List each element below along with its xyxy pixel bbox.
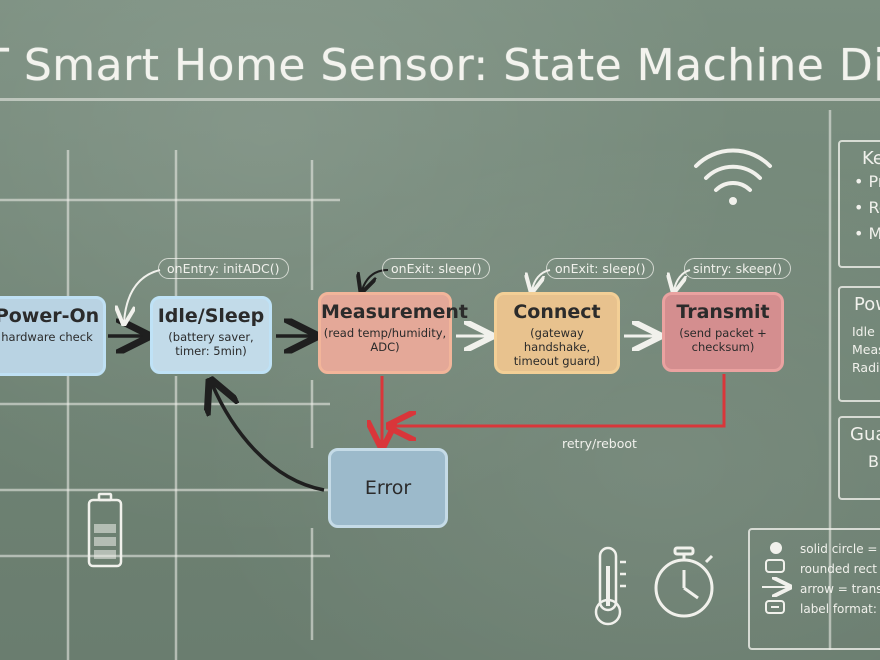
state-connect-name: Connect bbox=[513, 301, 601, 323]
state-power-on-sub: hardware check bbox=[1, 330, 93, 344]
key-panel-item: • Ma bbox=[854, 224, 880, 243]
state-measurement-name: Measurement bbox=[321, 301, 468, 323]
power-panel: Pow Idle Meas Radi bbox=[838, 286, 880, 402]
state-idle-sub-1: (battery saver, bbox=[168, 330, 254, 344]
key-panel-item: • Pr bbox=[854, 172, 880, 191]
guard-panel: Gua B bbox=[838, 416, 880, 500]
power-panel-item: Meas bbox=[852, 342, 880, 357]
legend-symbols bbox=[762, 542, 788, 614]
power-panel-item: Idle bbox=[852, 324, 875, 339]
annotation-transmit-entry: sintry: skeep() bbox=[684, 258, 791, 279]
guard-panel-item: B bbox=[868, 452, 879, 471]
thermometer-icon bbox=[594, 546, 626, 626]
hook-idle-entry bbox=[124, 269, 161, 322]
legend-label: label format: bbox=[800, 602, 877, 616]
state-idle-sub-2: timer: 5min) bbox=[175, 344, 247, 358]
arrow-transmit-to-error bbox=[392, 374, 726, 426]
key-panel-heading: Ke bbox=[862, 148, 880, 169]
stopwatch-icon bbox=[654, 546, 714, 618]
power-panel-item: Radi bbox=[852, 360, 880, 375]
page-title: T Smart Home Sensor: State Machine Diag bbox=[0, 40, 880, 91]
title-underline bbox=[0, 98, 880, 101]
legend-label: rounded rect bbox=[800, 562, 878, 576]
arrow-error-to-idle bbox=[212, 384, 325, 492]
legend-label: arrow = trans bbox=[800, 582, 880, 596]
state-idle-name: Idle/Sleep bbox=[157, 305, 265, 327]
state-transmit-name: Transmit bbox=[676, 301, 770, 323]
state-measurement-sub-1: (read temp/humidity, bbox=[323, 326, 447, 340]
state-connect: Connect (gateway handshake, timeout guar… bbox=[494, 292, 620, 374]
state-error: Error bbox=[328, 448, 448, 528]
state-connect-sub-2: timeout guard) bbox=[513, 354, 601, 368]
annotation-idle-entry: onEntry: initADC() bbox=[158, 258, 289, 279]
state-error-name: Error bbox=[364, 477, 412, 499]
key-panel-item: • Ro bbox=[854, 198, 880, 217]
legend-label: solid circle = bbox=[800, 542, 878, 556]
state-transmit-sub-2: checksum) bbox=[691, 340, 755, 354]
state-idle-sleep: Idle/Sleep (battery saver, timer: 5min) bbox=[150, 296, 272, 374]
battery-icon bbox=[87, 492, 123, 568]
annotation-connect-exit: onExit: sleep() bbox=[546, 258, 655, 279]
state-measurement: Measurement (read temp/humidity, ADC) bbox=[318, 292, 468, 374]
state-connect-sub-1: (gateway handshake, bbox=[523, 326, 591, 354]
guard-panel-heading: Gua bbox=[850, 424, 880, 445]
power-panel-heading: Pow bbox=[854, 294, 880, 315]
key-panel: Ke • Pr • Ro • Ma bbox=[838, 140, 880, 268]
annotation-retry-reboot: retry/reboot bbox=[562, 436, 637, 451]
state-transmit: Transmit (send packet + checksum) bbox=[662, 292, 784, 372]
state-measurement-sub-2: ADC) bbox=[370, 340, 400, 354]
state-power-on-name: Power-On bbox=[0, 305, 100, 327]
wifi-icon bbox=[694, 148, 772, 205]
annotation-measurement-exit: onExit: sleep() bbox=[382, 258, 491, 279]
state-transmit-sub-1: (send packet + bbox=[679, 326, 767, 340]
state-power-on: Power-On hardware check bbox=[0, 296, 106, 376]
legend-panel: solid circle = rounded rect arrow = tran… bbox=[748, 528, 880, 650]
